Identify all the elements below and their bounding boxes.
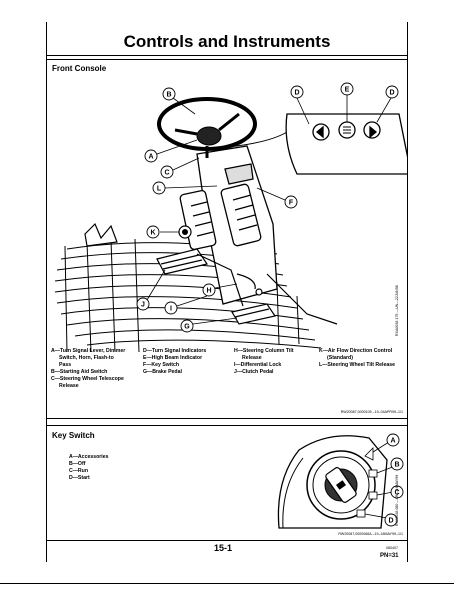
- callout-h: [202, 283, 216, 297]
- callout-h-label: H: [206, 288, 211, 295]
- front-console-legend-col3: H—Steering Column Tilt Release I—Differe…: [234, 348, 294, 375]
- key-switch-figure-code: RXA0038 080 —UN—16MAY99: [395, 474, 399, 526]
- callout-f: [284, 195, 298, 209]
- front-console-callouts: A B C D E D F G H I J K L: [136, 82, 399, 333]
- callout-d-left: [290, 85, 304, 99]
- callout-e-label: E: [345, 87, 350, 94]
- callout-f-label: F: [289, 200, 294, 207]
- callout-j: [136, 297, 150, 311]
- callout-a-label: A: [148, 154, 153, 161]
- callout-d-left-label: D: [294, 90, 299, 97]
- callout-l: [152, 181, 166, 195]
- key-callout-d-label: D: [388, 518, 393, 525]
- callout-k: [146, 225, 160, 239]
- key-switch-illustration: A B C D: [277, 433, 404, 529]
- title-rule: [46, 55, 408, 56]
- key-switch-footer-code: RW20087,0000066A –19–18MAY99–1/1: [338, 532, 403, 536]
- key-callout-c-label: C: [394, 490, 399, 497]
- steering-wheel: [157, 97, 257, 158]
- key-callout-d: [384, 513, 398, 527]
- indicator-panel: [285, 113, 407, 175]
- callout-i: [164, 301, 178, 315]
- callout-e: [340, 82, 354, 96]
- front-console-title: Front Console: [52, 64, 107, 73]
- callout-i-label: I: [170, 306, 172, 313]
- front-console-legend-col4: K—Air Flow Direction Control (Standard) …: [319, 348, 396, 368]
- callout-b-label: B: [166, 92, 171, 99]
- callout-k-label: K: [150, 230, 155, 237]
- callout-a: [144, 149, 158, 163]
- callout-c: [160, 165, 174, 179]
- page-number: 15-1: [214, 543, 233, 553]
- callout-l-label: L: [157, 186, 162, 193]
- page-small-code: 080407: [386, 546, 398, 550]
- callout-c-label: C: [164, 170, 169, 177]
- page-title: Controls and Instruments: [123, 32, 331, 51]
- steering-column: [179, 145, 278, 305]
- key-callout-a: [386, 433, 400, 447]
- bottom-rule: [0, 583, 454, 584]
- front-console-legend-col1: A—Turn Signal Lever, Dimmer Switch, Horn…: [51, 348, 126, 389]
- callout-g-label: G: [184, 324, 190, 331]
- front-console-figure-code: RXA0038 175 —UN—22JUN98: [395, 285, 399, 336]
- key-switch-legend: A—Accessories B—Off C—Run D—Start: [69, 454, 109, 481]
- callout-j-label: J: [141, 302, 145, 309]
- key-switch-section: Key Switch A—Accessories B—Off C—Run D—S…: [46, 425, 408, 541]
- pn-number: PN=31: [380, 553, 399, 559]
- key-callout-b-label: B: [394, 462, 399, 469]
- front-console-illustration: A B C D E D F G H I J K L: [54, 82, 407, 353]
- key-callout-b: [390, 457, 404, 471]
- callout-d-right: [385, 85, 399, 99]
- callout-g: [180, 319, 194, 333]
- callout-b: [162, 87, 176, 101]
- key-callout-c: [390, 485, 404, 499]
- step-bracket: [84, 222, 118, 247]
- callout-d-right-label: D: [389, 90, 394, 97]
- pedals: [156, 248, 276, 325]
- front-console-footer-code: RW20087,0000105 –19–04APR99–1/1: [340, 410, 403, 414]
- front-console-section: Front Console: [46, 59, 408, 419]
- front-console-legend-col2: D—Turn Signal Indicators E—High Beam Ind…: [143, 348, 207, 375]
- key-switch-title: Key Switch: [52, 431, 95, 440]
- key-callout-a-label: A: [390, 438, 395, 445]
